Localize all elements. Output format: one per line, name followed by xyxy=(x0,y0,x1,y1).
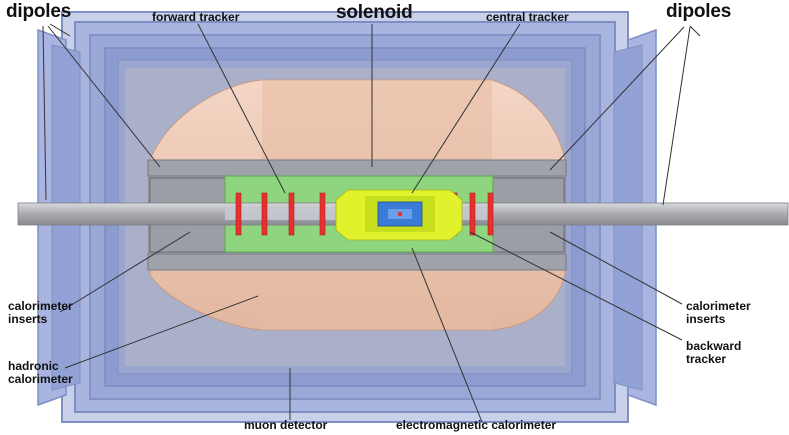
label-muon-detector: muon detector xyxy=(244,418,328,432)
label-forward-tracker: forward tracker xyxy=(152,10,240,24)
label-hadronic-calorimeter-line1: hadronic xyxy=(8,359,59,373)
label-calorimeter-inserts-right-line2: inserts xyxy=(686,311,726,326)
label-calorimeter-inserts-left-line1: calorimeter xyxy=(8,299,73,313)
label-backward-tracker: backward tracker xyxy=(686,340,741,365)
label-dipoles-left: dipoles xyxy=(6,1,72,22)
label-calorimeter-inserts-left-line2: inserts xyxy=(8,311,48,326)
label-calorimeter-inserts-right: calorimeter inserts xyxy=(686,300,751,325)
tracker-disk xyxy=(487,192,494,236)
label-dipoles-right: dipoles xyxy=(666,1,732,22)
interaction-point xyxy=(397,211,403,217)
label-calorimeter-inserts-right-line1: calorimeter xyxy=(686,299,751,313)
label-solenoid: solenoid xyxy=(336,2,413,23)
tracker-disk xyxy=(319,192,326,236)
tracker-disk xyxy=(235,192,242,236)
tracker-disk xyxy=(288,192,295,236)
tracker-disk xyxy=(261,192,268,236)
label-backward-tracker-line1: backward xyxy=(686,339,742,353)
label-calorimeter-inserts-left: calorimeter inserts xyxy=(8,300,73,325)
label-hadronic-calorimeter-line2: calorimeter xyxy=(8,371,73,386)
label-central-tracker: central tracker xyxy=(486,10,569,24)
tracker-disk xyxy=(469,192,476,236)
label-hadronic-calorimeter: hadronic calorimeter xyxy=(8,360,73,385)
leader-lines xyxy=(42,23,701,423)
central-tracker xyxy=(335,189,463,241)
label-backward-tracker-line2: tracker xyxy=(686,351,727,366)
label-electromagnetic-calorimeter: electromagnetic calorimeter xyxy=(396,418,557,432)
